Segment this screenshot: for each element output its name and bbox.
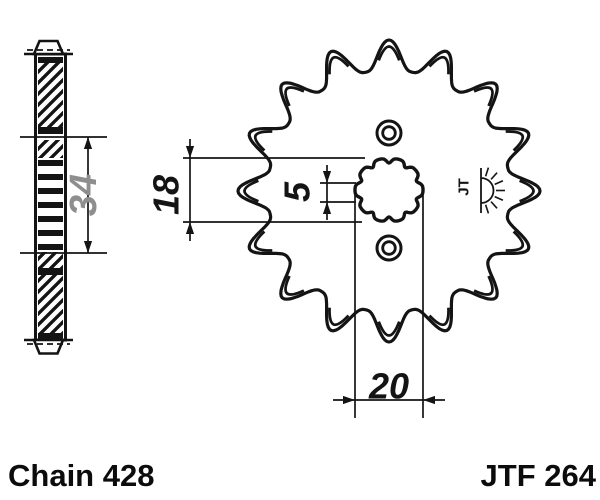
dim-label-18: 18: [146, 175, 187, 215]
tooth-tip-chamfer: [377, 45, 401, 61]
jt-logo-text: JT: [456, 178, 473, 196]
tooth-tip-chamfer: [328, 55, 350, 75]
dim-18: [183, 139, 365, 241]
jt-sun-logo: [480, 167, 505, 214]
tooth-tip-chamfer: [505, 130, 525, 152]
front-view-sprocket: [236, 38, 542, 344]
tooth-tip-chamfer: [377, 321, 401, 337]
mounting-hole-bottom: [375, 234, 403, 262]
dim-label-5: 5: [277, 181, 318, 202]
dim-20: [333, 191, 445, 418]
tooth-tip-chamfer: [284, 275, 305, 296]
tooth-tip-chamfer: [473, 86, 494, 107]
chain-size-label: Chain 428: [8, 458, 155, 493]
dim-label-34: 34: [63, 174, 105, 216]
tooth-tip-chamfer: [253, 230, 273, 252]
dim-label-20: 20: [368, 366, 409, 407]
side-view-section: [24, 39, 73, 355]
dim-34: [20, 136, 107, 254]
tooth-tip-chamfer: [505, 230, 525, 252]
tooth-tip-chamfer: [473, 275, 494, 296]
dim-5: [320, 165, 356, 220]
tooth-tip-chamfer: [284, 86, 305, 107]
part-number-label: JTF 264: [480, 458, 596, 493]
dimension-annotations: [20, 136, 445, 418]
tooth-tip-chamfer: [428, 55, 450, 75]
tooth-tip-chamfer: [253, 130, 273, 152]
spline-bore: [353, 157, 425, 223]
tooth-tip-chamfer: [519, 179, 535, 203]
mounting-hole-top: [375, 119, 403, 147]
tooth-tip-chamfer: [328, 307, 350, 327]
tooth-tip-chamfer: [243, 179, 259, 203]
tooth-tip-chamfer: [428, 307, 450, 327]
